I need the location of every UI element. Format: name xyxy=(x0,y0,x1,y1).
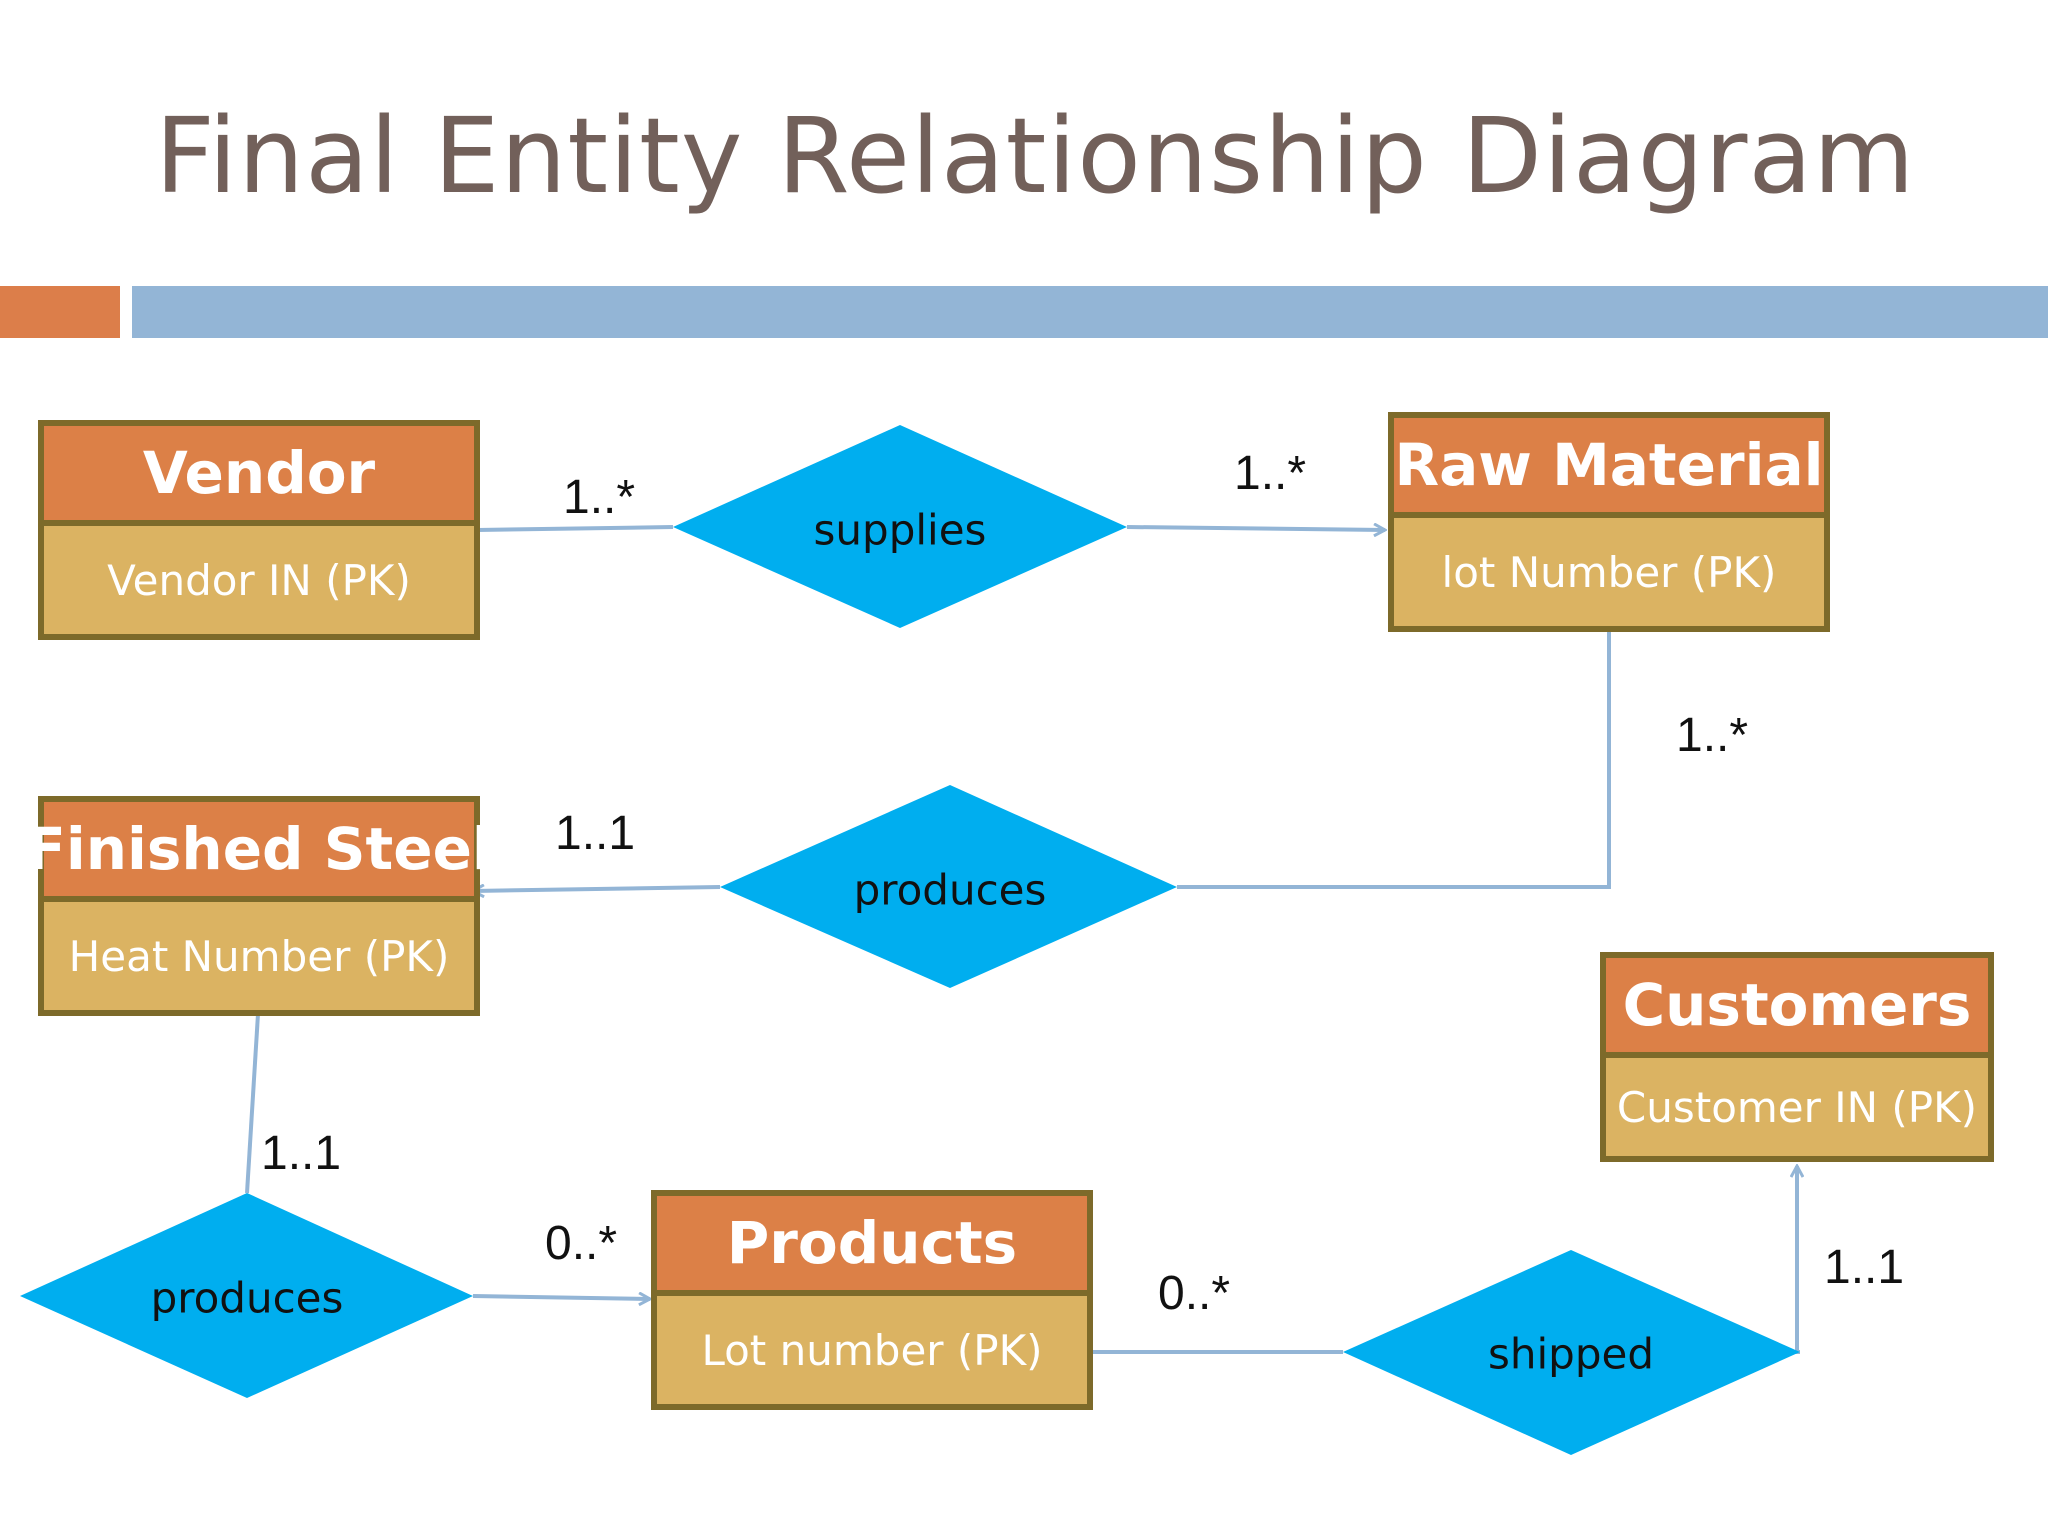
connector-produces-finished-steel xyxy=(473,887,721,891)
cardinality-finished-steel-produces: 1..1 xyxy=(261,1127,342,1180)
relationship-shipped-label: shipped xyxy=(1488,1329,1654,1379)
relationship-shipped-diamond xyxy=(1343,1250,1800,1455)
entity-customers-name: Customers xyxy=(1606,958,1988,1058)
title-accent-bar xyxy=(0,286,120,338)
entity-raw-material: Raw Material lot Number (PK) xyxy=(1388,412,1830,632)
page-title: Final Entity Relationship Diagram xyxy=(155,95,1916,217)
connector-produces-products xyxy=(472,1296,650,1299)
cardinality-shipped-customers: 1..1 xyxy=(1824,1241,1905,1294)
entity-products: Products Lot number (PK) xyxy=(651,1190,1093,1410)
connector-finished-steel-produces xyxy=(245,1013,260,1194)
entity-vendor-name: Vendor xyxy=(44,426,474,526)
entity-finished-steel: Finished Steel Heat Number (PK) xyxy=(26,796,492,1016)
relationship-produces-steel-label: produces xyxy=(853,865,1047,915)
entity-vendor-key: Vendor IN (PK) xyxy=(107,555,411,605)
relationship-supplies-label: supplies xyxy=(813,505,987,555)
relationship-produces-steel-diamond xyxy=(720,785,1177,988)
entity-raw-material-name: Raw Material xyxy=(1394,418,1824,518)
title-divider-bar xyxy=(132,286,2048,338)
entity-products-key: Lot number (PK) xyxy=(701,1325,1043,1375)
connector-supplies-raw-material xyxy=(1126,527,1385,530)
entity-finished-steel-key: Heat Number (PK) xyxy=(68,931,450,981)
cardinality-raw-material-produces: 1..* xyxy=(1676,709,1749,762)
relationship-produces-products-label: produces xyxy=(150,1273,344,1323)
cardinality-vendor-supplies: 1..* xyxy=(563,471,636,524)
cardinality-produces-products: 0..* xyxy=(545,1217,618,1270)
entity-vendor: Vendor Vendor IN (PK) xyxy=(38,420,480,640)
cardinality-supplies-raw-material: 1..* xyxy=(1234,447,1307,500)
entity-products-name: Products xyxy=(657,1196,1087,1296)
entity-finished-steel-name: Finished Steel xyxy=(26,802,492,902)
connector-vendor-supplies xyxy=(476,525,674,532)
connector-shipped-customers xyxy=(1797,1166,1800,1354)
cardinality-products-shipped: 0..* xyxy=(1158,1267,1231,1320)
entity-customers-key: Customer IN (PK) xyxy=(1616,1082,1978,1132)
entity-raw-material-key: lot Number (PK) xyxy=(1441,547,1777,597)
entity-customers: Customers Customer IN (PK) xyxy=(1600,952,1994,1162)
cardinality-produces-finished-steel: 1..1 xyxy=(555,807,636,860)
relationship-produces-products-diamond xyxy=(20,1193,473,1398)
connector-raw-material-produces xyxy=(1177,630,1611,889)
relationship-supplies-diamond xyxy=(673,425,1127,628)
